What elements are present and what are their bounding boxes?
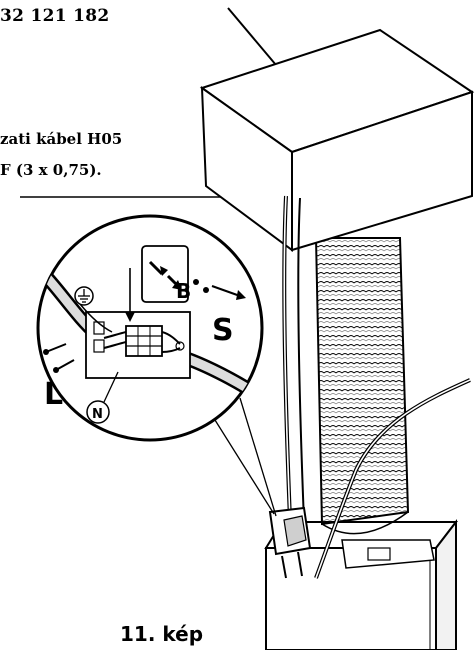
figure-label: 11. kép (120, 622, 204, 646)
cable-spec-line-2: F (3 x 0,75). (0, 161, 102, 179)
flexible-duct (314, 237, 410, 535)
duct-collar (341, 539, 435, 569)
neutral-circle (86, 400, 110, 424)
ground-icon (74, 286, 94, 306)
detail-callout-line (214, 419, 275, 515)
detail-circle (36, 214, 264, 442)
terminal-box (268, 506, 312, 579)
label-s: S (212, 313, 234, 348)
label-b: B (176, 279, 191, 303)
label-l: L (44, 377, 63, 412)
cable-spec-line-1: zati kábel H05 (0, 130, 123, 148)
part-code: 32 121 182 (0, 6, 110, 26)
label-n: N (92, 407, 103, 422)
hood-box (199, 28, 475, 252)
